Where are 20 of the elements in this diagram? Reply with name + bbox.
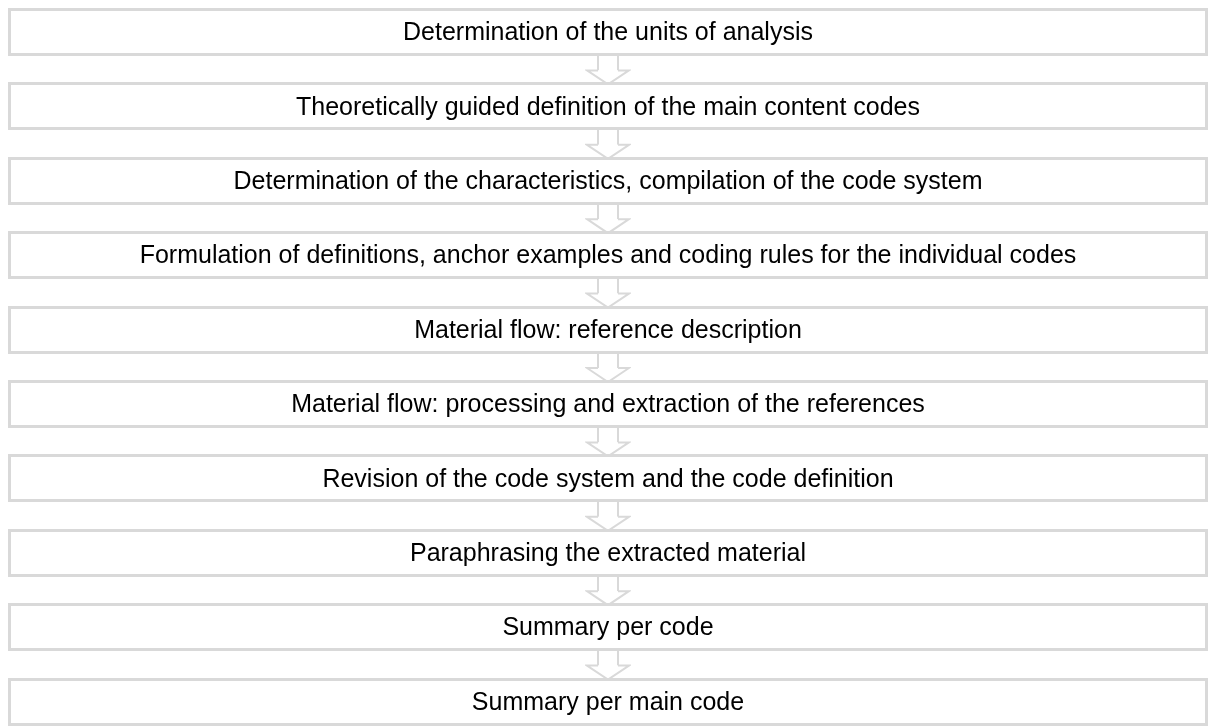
step-text: Formulation of definitions, anchor examples and coding rules for the individual codes (139, 239, 1077, 271)
step-text: Paraphrasing the extracted material (409, 537, 806, 569)
process-box (8, 380, 1208, 428)
step-text: Summary per code (502, 611, 714, 643)
process-box (8, 8, 1208, 56)
step-text: Material flow: processing and extraction of the references (291, 388, 925, 420)
process-box (8, 156, 1208, 205)
process-box (8, 231, 1208, 280)
step-text: Determination of the units of analysis (403, 16, 813, 48)
step-text: Determination of the characteristics, compilation of the code system (233, 165, 983, 197)
process-box (8, 677, 1208, 726)
process-box (8, 528, 1208, 577)
process-box (8, 454, 1208, 503)
step-text: Theoretically guided definition of the main content codes (296, 90, 920, 122)
process-box (8, 603, 1208, 652)
step-text: Material flow: reference description (414, 313, 802, 345)
process-box (8, 305, 1208, 354)
step-text: Revision of the code system and the code definition (322, 462, 894, 494)
process-box (8, 82, 1208, 131)
step-text: Summary per main code (471, 685, 745, 717)
